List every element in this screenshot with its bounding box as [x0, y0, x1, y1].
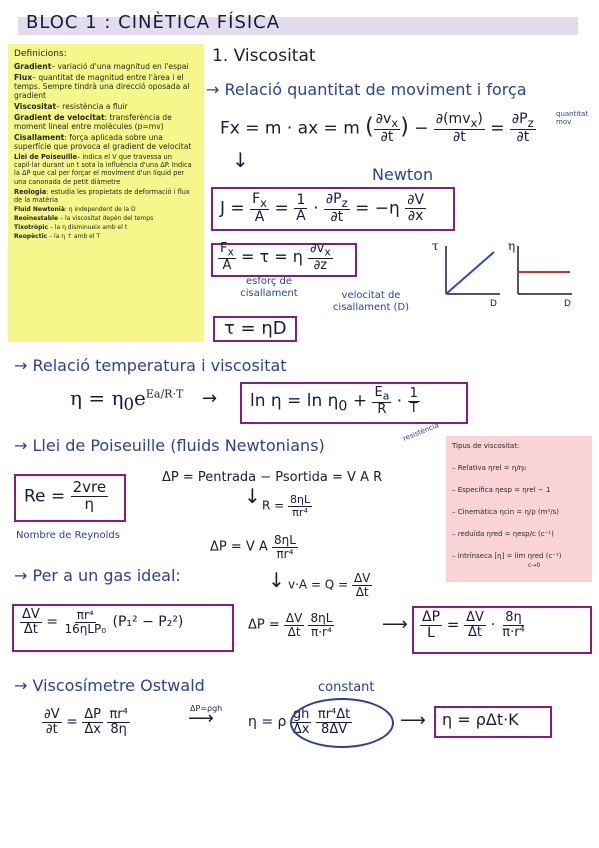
constant-circle: [290, 698, 394, 748]
def-item: Llei de Poiseuille– indica el V que trav…: [14, 153, 192, 186]
down-arrow-icon: ↓: [268, 568, 285, 592]
right-arrow-icon: ⟶: [188, 708, 214, 729]
label-reynolds: Nombre de Reynolds: [16, 530, 120, 541]
def-item: Cisallament: força aplicada sobre una su…: [14, 133, 192, 151]
label-dp-rhogh: ΔP=ρgh: [190, 704, 223, 713]
heading-poiseuille: → Llei de Poiseuille (fluids Newtonians): [14, 436, 325, 455]
equation-arrhenius: η = η0eEa/R·T: [70, 386, 184, 414]
tau-box: [213, 316, 297, 342]
down-arrow-icon: ↓: [244, 484, 261, 508]
axis-d-label-right: D: [564, 299, 571, 308]
viscosity-type-item: – Relativa ηrel = η/η₀: [452, 464, 526, 472]
note-quantitat-mov: quantitat mov: [556, 110, 589, 126]
shear-box: [211, 243, 357, 277]
title-highlight: [18, 17, 578, 35]
def-item: Gradient– variació d'una magnitud en l'e…: [14, 62, 189, 71]
dp-l-box: [412, 606, 592, 654]
reynolds-box: [14, 474, 126, 522]
def-item: Flux– quantitat de magnitud entre l'àrea…: [14, 73, 190, 100]
definitions-box: Definicions: Gradient– variació d'una ma…: [8, 44, 204, 342]
gas-box: [12, 604, 234, 652]
rheology-graphs: τ D η D: [432, 239, 572, 308]
heading-gas-ideal: → Per a un gas ideal:: [14, 566, 181, 585]
newtonian-line: [445, 251, 495, 295]
section-viscositat: 1. Viscositat: [212, 46, 316, 66]
equation-tau: τ = ηD: [224, 318, 287, 339]
axis-tau-label: τ: [432, 239, 439, 253]
viscosity-type-item: – Específica ηesp = ηrel − 1: [452, 486, 551, 494]
heading-quantitat-moviment: → Relació quantitat de moviment i força: [206, 80, 527, 99]
def-item: Gradient de velocitat: transferència de …: [14, 113, 172, 131]
right-arrow-icon: ⟶: [382, 614, 408, 635]
heading-temperatura: → Relació temperatura i viscositat: [14, 356, 287, 375]
label-resistencia: resistència: [401, 421, 440, 443]
viscosity-types-box: Tipus de viscositat: – Relativa ηrel = η…: [446, 436, 592, 582]
axis-eta-label: η: [508, 239, 515, 253]
label-esforc: esforç de cisallament: [240, 276, 298, 299]
viscosity-type-item: – reduïda ηred = ηesp/c (c⁻¹): [452, 530, 554, 538]
viscosity-type-item: – intrínseca [η] = lim ηred (c⁻¹): [452, 552, 562, 560]
def-item: Reologia: estudia les propietats de defo…: [14, 187, 190, 205]
label-newton: Newton: [372, 165, 434, 184]
ostwald-result-box: [434, 706, 552, 738]
label-velocitat: velocitat de cisallament (D): [332, 290, 410, 313]
equation-fx: Fx = m · ax = m (∂vx∂t) − ∂(mvx)∂t = ∂Pz…: [220, 111, 536, 146]
viscosity-limit: c→0: [528, 562, 541, 569]
arrhenius-box: [240, 382, 468, 424]
def-item: Viscositat– resistència a fluir: [14, 102, 128, 111]
def-item: Reoinestable – la viscositat depèn del t…: [14, 215, 154, 223]
newton-law-box: [211, 187, 455, 231]
right-arrow-icon: →: [202, 388, 218, 409]
viscosity-type-item: – Cinemàtica ηcin = η/ρ (m²/s): [452, 508, 559, 516]
def-item: Fluid Newtonià: η independent de la D: [14, 206, 136, 214]
axis-d-label-left: D: [490, 299, 497, 308]
heading-ostwald: → Viscosímetre Ostwald: [14, 676, 205, 695]
def-item: Tixotròpic – la η disminueix amb el t: [14, 224, 128, 232]
right-arrow-icon: ⟶: [400, 710, 426, 731]
equation-dp1: ΔP = Pentrada − Psortida = V A R: [162, 470, 383, 485]
label-constant: constant: [318, 680, 375, 695]
down-arrow-icon: ↓: [232, 148, 249, 172]
equation-ostwald3: η = ρΔt·K: [442, 710, 519, 729]
page-title: BLOC 1 : CINÈTICA FÍSICA: [26, 12, 281, 33]
definitions-heading: Definicions:: [14, 49, 67, 59]
def-item: Reopèctic – la η ↑ amb el T: [14, 233, 101, 241]
viscosity-types-heading: Tipus de viscositat:: [452, 442, 520, 450]
